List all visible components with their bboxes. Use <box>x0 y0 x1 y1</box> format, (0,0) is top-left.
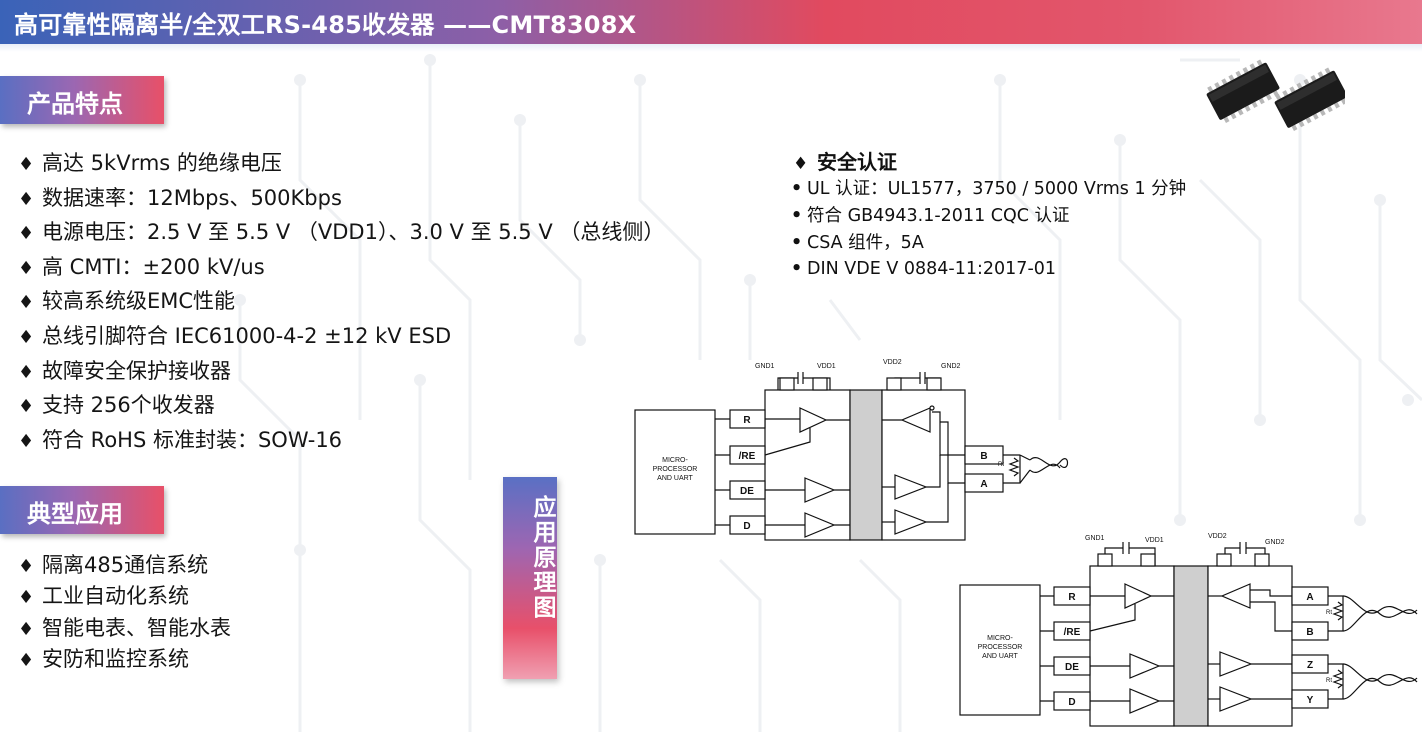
applications-list: ♦隔离485通信系统 ♦工业自动化系统 ♦智能电表、智能水表 ♦安防和监控系统 <box>18 550 231 676</box>
diamond-bullet-icon: ♦ <box>18 188 35 210</box>
diamond-bullet-icon: ♦ <box>18 223 35 245</box>
diamond-bullet-icon: ♦ <box>18 292 35 314</box>
rt-label: Rt <box>998 462 1004 468</box>
pin-r: R <box>1068 592 1076 603</box>
pin-r: R <box>743 415 751 426</box>
half-duplex-schematic: GND1 VDD1 VDD2 GND2 MICRO- PROCESSOR AND… <box>634 359 1069 541</box>
header-bar: 高可靠性隔离半/全双工RS-485收发器 ——CMT8308X <box>0 0 1422 44</box>
diamond-bullet-icon: ♦ <box>18 618 35 640</box>
mcu-label-line1: MICRO- <box>662 457 688 464</box>
mcu-label-line3: AND UART <box>982 653 1018 660</box>
pin-a: A <box>1306 592 1313 603</box>
gnd1-label: GND1 <box>1085 535 1105 542</box>
gnd1-label: GND1 <box>755 363 775 370</box>
vdd1-label: VDD1 <box>1145 537 1164 544</box>
list-item: ♦支持 256个收发器 <box>18 388 664 423</box>
chip-package-image <box>1206 59 1345 132</box>
mcu-label-line3: AND UART <box>657 475 693 482</box>
applications-section-tag: 典型应用 <box>0 486 164 534</box>
rt-label-top: Rt <box>1326 610 1332 616</box>
mcu-block <box>634 409 716 535</box>
pin-d: D <box>743 521 750 532</box>
pin-z: Z <box>1307 660 1313 671</box>
gnd2-label: GND2 <box>1265 539 1285 546</box>
diamond-bullet-icon: ♦ <box>18 361 35 383</box>
list-item: ♦高 CMTI：±200 kV/us <box>18 250 664 285</box>
diamond-bullet-icon: ♦ <box>18 587 35 609</box>
pin-b: B <box>980 451 987 462</box>
list-item: •UL 认证：UL1577，3750 / 5000 Vrms 1 分钟 <box>791 176 1186 203</box>
list-item: ♦智能电表、智能水表 <box>18 613 231 644</box>
pin-d: D <box>1068 697 1075 708</box>
features-section-tag: 产品特点 <box>0 76 164 124</box>
page-title: 高可靠性隔离半/全双工RS-485收发器 ——CMT8308X <box>14 11 637 39</box>
list-item: ♦符合 RoHS 标准封装：SOW-16 <box>18 423 664 458</box>
diamond-bullet-icon: ♦ <box>18 326 35 348</box>
list-item: ♦高达 5kVrms 的绝缘电压 <box>18 146 664 181</box>
safety-title: ♦安全认证 <box>793 150 897 174</box>
diamond-bullet-icon: ♦ <box>18 154 35 175</box>
pin-de: DE <box>1065 662 1079 673</box>
dot-bullet-icon: • <box>791 259 803 280</box>
list-item: ♦隔离485通信系统 <box>18 550 231 581</box>
mcu-label-line1: MICRO- <box>987 635 1013 642</box>
dot-bullet-icon: • <box>791 205 803 226</box>
vdd2-label: VDD2 <box>1208 533 1227 540</box>
features-list: ♦高达 5kVrms 的绝缘电压 ♦数据速率：12Mbps、500Kbps ♦电… <box>18 146 664 457</box>
full-duplex-schematic: GND1 VDD1 VDD2 GND2 MICRO- PROCESSOR AND… <box>959 533 1418 727</box>
pin-b: B <box>1306 627 1313 638</box>
schematic-vertical-label: 应用原理图 <box>529 495 555 620</box>
rt-label-bottom: Rt <box>1326 678 1332 684</box>
list-item: •DIN VDE V 0884-11:2017-01 <box>791 256 1186 283</box>
list-item: •CSA 组件，5A <box>791 230 1186 257</box>
list-item: ♦安防和监控系统 <box>18 644 231 675</box>
diamond-bullet-icon: ♦ <box>18 396 35 418</box>
list-item: ♦较高系统级EMC性能 <box>18 284 664 319</box>
pin-y: Y <box>1307 695 1314 706</box>
list-item: ♦数据速率：12Mbps、500Kbps <box>18 181 664 216</box>
safety-list: •UL 认证：UL1577，3750 / 5000 Vrms 1 分钟 •符合 … <box>791 176 1186 283</box>
diamond-bullet-icon: ♦ <box>18 650 35 672</box>
list-item: ♦工业自动化系统 <box>18 581 231 612</box>
pin-a: A <box>980 479 987 490</box>
diamond-bullet-icon: ♦ <box>18 430 35 452</box>
gnd2-label: GND2 <box>941 363 961 370</box>
pin-re: /RE <box>1064 627 1081 638</box>
mcu-label-line2: PROCESSOR <box>653 466 698 473</box>
vdd2-label: VDD2 <box>883 359 902 366</box>
dot-bullet-icon: • <box>791 179 803 199</box>
pin-re: /RE <box>739 451 756 462</box>
list-item: ♦故障安全保护接收器 <box>18 354 664 389</box>
header-shadow <box>0 44 1422 52</box>
pin-de: DE <box>740 486 754 497</box>
diamond-bullet-icon: ♦ <box>18 257 35 279</box>
diamond-bullet-icon: ♦ <box>793 154 809 174</box>
dot-bullet-icon: • <box>791 232 803 253</box>
schematic-vertical-tag: 应用原理图 <box>503 477 557 679</box>
list-item: ♦总线引脚符合 IEC61000-4-2 ±12 kV ESD <box>18 319 664 354</box>
vdd1-label: VDD1 <box>817 363 836 370</box>
list-item: •符合 GB4943.1-2011 CQC 认证 <box>791 203 1186 230</box>
list-item: ♦电源电压：2.5 V 至 5.5 V （VDD1）、3.0 V 至 5.5 V… <box>18 215 664 250</box>
diamond-bullet-icon: ♦ <box>18 556 35 577</box>
mcu-label-line2: PROCESSOR <box>978 644 1023 651</box>
